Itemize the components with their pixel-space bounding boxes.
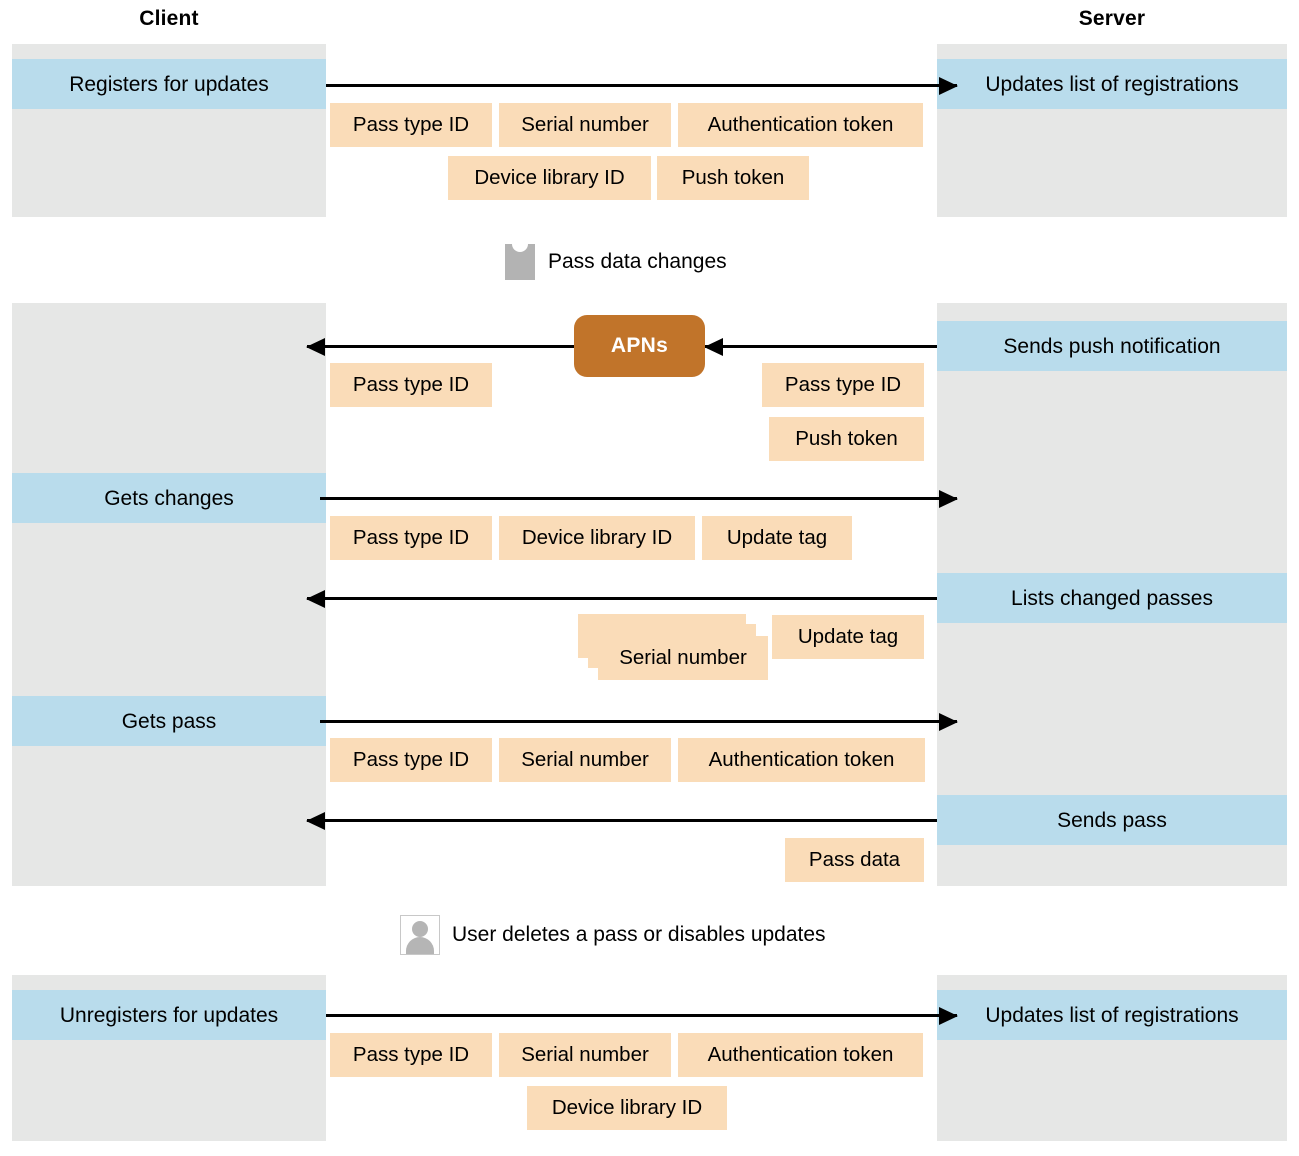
chip-pass-type-id-getpass: Pass type ID [330, 738, 492, 782]
chip-authentication-token-getpass: Authentication token [678, 738, 925, 782]
chip-pass-type-id-server-push: Pass type ID [762, 363, 924, 407]
user-icon [400, 915, 440, 955]
server-action-updates-registrations-2[interactable]: Updates list of registrations [937, 990, 1287, 1040]
chip-push-token-reg: Push token [657, 156, 809, 200]
chip-push-token-server-push: Push token [769, 417, 924, 461]
chip-authentication-token-reg: Authentication token [678, 103, 923, 147]
event-user-deletes-pass-label: User deletes a pass or disables updates [452, 923, 826, 946]
client-action-registers-label: Registers for updates [69, 72, 269, 96]
server-action-updates-registrations-1[interactable]: Updates list of registrations [937, 59, 1287, 109]
client-action-unregisters-label: Unregisters for updates [59, 1003, 279, 1027]
client-action-gets-pass-label: Gets pass [121, 709, 217, 733]
client-action-gets-pass[interactable]: Gets pass [12, 696, 326, 746]
client-action-gets-changes[interactable]: Gets changes [12, 473, 326, 523]
server-action-sends-push[interactable]: Sends push notification [937, 321, 1287, 371]
user-icon-body [406, 937, 434, 954]
chip-update-tag-changes: Update tag [702, 516, 852, 560]
chip-stack-serial-number: Serial number [578, 614, 768, 680]
chip-device-library-id-reg: Device library ID [448, 156, 651, 200]
chip-serial-number-reg: Serial number [499, 103, 671, 147]
client-action-gets-changes-label: Gets changes [104, 486, 234, 510]
chip-pass-data: Pass data [785, 838, 924, 882]
event-pass-data-changes-label: Pass data changes [548, 250, 727, 273]
server-action-sends-push-label: Sends push notification [1003, 334, 1221, 358]
server-action-updates-registrations-2-label: Updates list of registrations [985, 1003, 1239, 1027]
arrow-shaft [307, 345, 574, 348]
client-action-unregisters[interactable]: Unregisters for updates [12, 990, 326, 1040]
arrowhead-left-icon [306, 337, 325, 356]
chip-serial-number-listed: Serial number [598, 636, 768, 680]
chip-serial-number-unreg: Serial number [499, 1033, 671, 1077]
arrowhead-left-icon [306, 811, 325, 830]
pass-icon [505, 243, 535, 280]
chip-pass-type-id-client-push: Pass type ID [330, 363, 492, 407]
arrow-shaft [307, 819, 937, 822]
chip-update-tag-listed: Update tag [772, 615, 924, 659]
arrowhead-left-icon [306, 589, 325, 608]
arrowhead-left-icon [704, 337, 723, 356]
arrowhead-right-icon [939, 1006, 958, 1025]
chip-pass-type-id-reg: Pass type ID [330, 103, 492, 147]
chip-device-library-id-unreg: Device library ID [527, 1086, 727, 1130]
arrow-shaft [705, 345, 937, 348]
server-action-sends-pass-label: Sends pass [1057, 808, 1167, 832]
chip-authentication-token-unreg: Authentication token [678, 1033, 923, 1077]
chip-pass-type-id-unreg: Pass type ID [330, 1033, 492, 1077]
chip-serial-number-getpass: Serial number [499, 738, 671, 782]
column-header-server: Server [1078, 7, 1146, 30]
chip-device-library-id-changes: Device library ID [499, 516, 695, 560]
event-pass-data-changes: Pass data changes [505, 243, 727, 281]
arrow-shaft [307, 597, 937, 600]
arrow-shaft [320, 720, 957, 723]
client-action-registers[interactable]: Registers for updates [12, 59, 326, 109]
column-header-client: Client [139, 7, 199, 30]
arrowhead-right-icon [939, 712, 958, 731]
chip-pass-type-id-changes: Pass type ID [330, 516, 492, 560]
apns-node[interactable]: APNs [574, 315, 705, 377]
server-action-updates-registrations-1-label: Updates list of registrations [985, 72, 1239, 96]
user-icon-head [412, 921, 428, 937]
arrow-shaft [326, 1014, 957, 1017]
server-action-lists-changed-passes[interactable]: Lists changed passes [937, 573, 1287, 623]
event-user-deletes-pass: User deletes a pass or disables updates [400, 915, 826, 955]
server-action-lists-changed-passes-label: Lists changed passes [1011, 586, 1213, 610]
client-lane-update [12, 303, 326, 886]
arrowhead-right-icon [939, 76, 958, 95]
arrowhead-right-icon [939, 489, 958, 508]
server-action-sends-pass[interactable]: Sends pass [937, 795, 1287, 845]
arrow-shaft [320, 497, 957, 500]
arrow-shaft [326, 84, 957, 87]
